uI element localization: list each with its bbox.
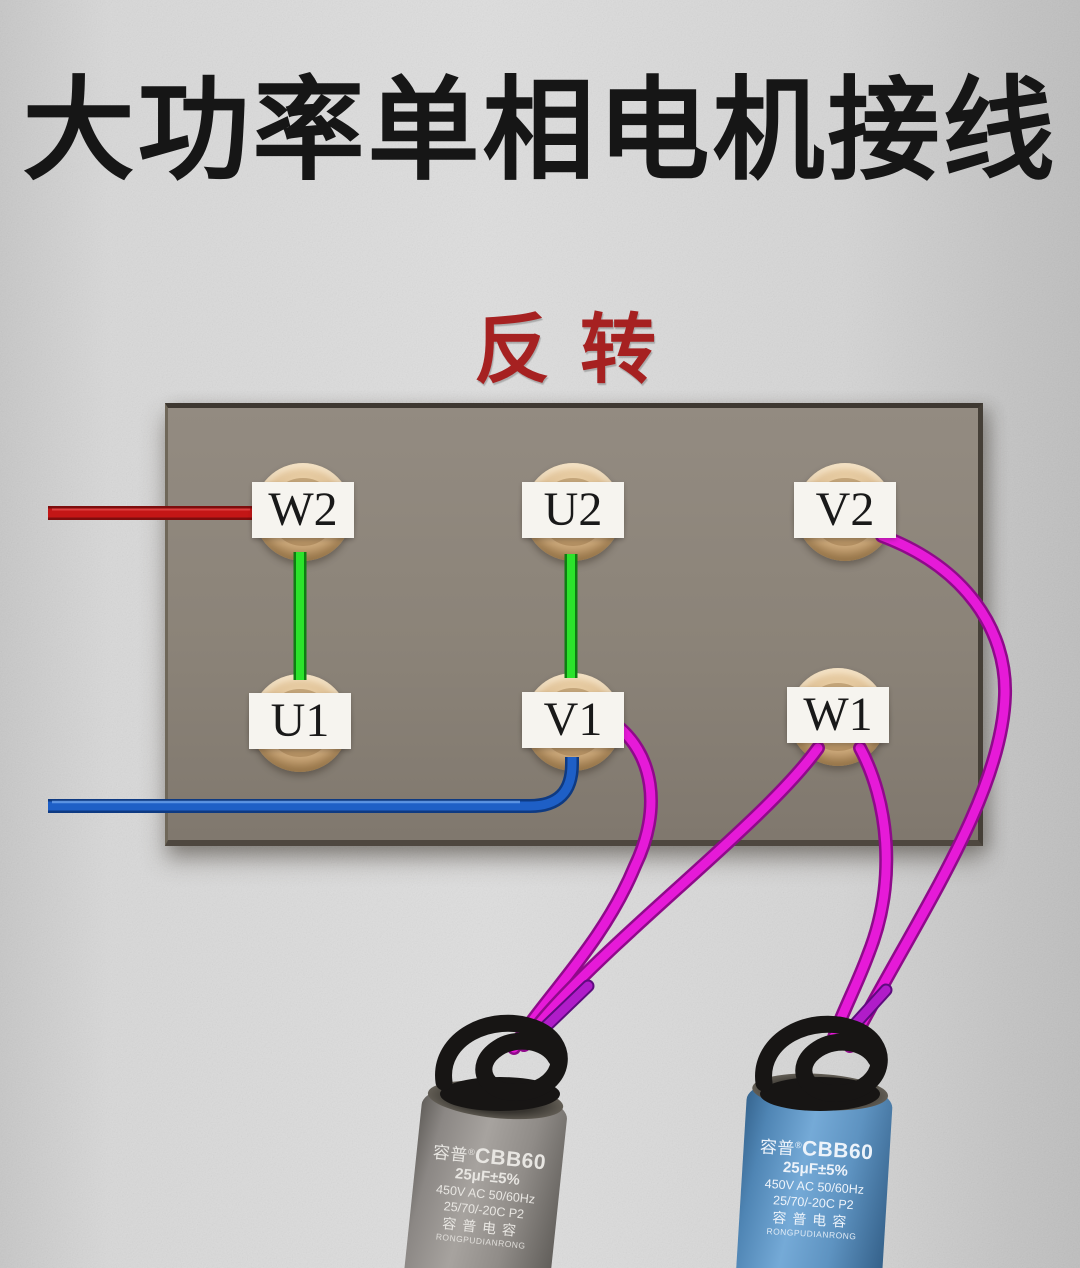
terminal-label-u1: U1 bbox=[249, 693, 351, 749]
page-title: 大功率单相电机接线 bbox=[22, 68, 1058, 193]
capacitor-gray: 容普®CBB60 25μF±5% 450V AC 50/60Hz 25/70/-… bbox=[403, 1074, 570, 1268]
terminal-label-u2: U2 bbox=[522, 482, 624, 538]
capacitor-gray-top bbox=[426, 1074, 566, 1125]
cap-brand: 容普 bbox=[759, 1137, 796, 1159]
rotation-mode-label: 反转 bbox=[474, 308, 686, 393]
gray-knot-tip bbox=[531, 981, 593, 1041]
blue-knot-tip-outline bbox=[841, 983, 893, 1039]
capacitor-blue-top bbox=[751, 1069, 890, 1115]
blue-knot-tip bbox=[843, 985, 891, 1037]
terminal-label-w2: W2 bbox=[252, 482, 354, 538]
capacitor-blue-label: 容普®CBB60 25μF±5% 450V AC 50/60Hz 25/70/-… bbox=[738, 1133, 890, 1243]
gray-knot-tip-outline bbox=[529, 979, 595, 1043]
capacitor-blue: 容普®CBB60 25μF±5% 450V AC 50/60Hz 25/70/-… bbox=[735, 1069, 894, 1268]
terminal-label-w1: W1 bbox=[787, 687, 889, 743]
capacitor-gray-label: 容普®CBB60 25μF±5% 450V AC 50/60Hz 25/70/-… bbox=[408, 1138, 564, 1254]
terminal-label-v1: V1 bbox=[522, 692, 624, 748]
terminal-label-v2: V2 bbox=[794, 482, 896, 538]
cap-brand: 容普 bbox=[431, 1142, 469, 1166]
